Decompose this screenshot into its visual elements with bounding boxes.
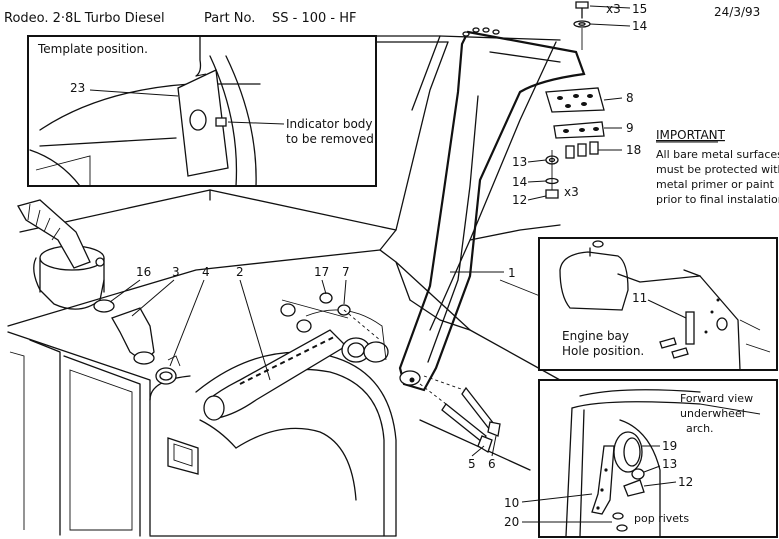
template-inset-title: Template position. [37,42,148,56]
indicator-note-line1: Indicator body [286,117,373,131]
inset-template-position [27,35,377,187]
callout-9: 9 [626,121,634,135]
drawing-date: 24/3/93 [714,5,760,19]
callout-14-top: 14 [632,19,647,33]
callout-6: 6 [488,457,496,471]
callout-8: 8 [626,91,634,105]
callout-10: 10 [504,496,519,510]
callout-5: 5 [468,457,476,471]
indicator-note-line2: to be removed. [286,132,378,146]
callout-14-bottom: 14 [512,175,527,189]
callout-16: 16 [136,265,151,279]
inset-callout-11: 11 [632,291,647,305]
forward-view-line3: arch. [686,422,714,435]
callout-2: 2 [236,265,244,279]
callout-15: 15 [632,2,647,16]
important-line-4: prior to final instalation [656,193,779,206]
callout-23: 23 [70,81,85,95]
callout-3: 3 [172,265,180,279]
pop-rivets-label: pop rivets [634,512,689,525]
callout-13: 13 [512,155,527,169]
callout-20: 20 [504,515,519,529]
engine-bay-line1: Engine bay [562,329,629,343]
vehicle-title: Rodeo. 2·8L Turbo Diesel [4,11,165,26]
callout-1: 1 [508,266,516,280]
forward-view-line1: Forward view [680,392,753,405]
callout-4: 4 [202,265,210,279]
part-number-label: Part No. [204,11,255,26]
callout-19: 19 [662,439,677,453]
important-line-3: metal primer or paint [656,178,775,191]
callout-12: 12 [512,193,527,207]
callout-17: 17 [314,265,329,279]
important-heading: IMPORTANT [656,128,726,142]
inset-callout-13: 13 [662,457,677,471]
bracket-assembly [545,1,605,199]
callout-7: 7 [342,265,350,279]
engine-bay-line2: Hole position. [562,344,644,358]
inset-forward-view [538,379,778,538]
callout-18: 18 [626,143,641,157]
inset-callout-12: 12 [678,475,693,489]
forward-view-line2: underwheel [680,407,745,420]
mounting-bolts [419,375,501,453]
quantity-12: x3 [564,185,579,199]
part-number: SS - 100 - HF [272,11,356,26]
inset-engine-bay [538,237,778,371]
important-line-2: must be protected with [656,163,779,176]
intake-hoses [17,199,389,421]
quantity-15: x3 [606,2,621,16]
important-line-1: All bare metal surfaces [656,148,779,161]
snorkel-body [398,27,586,392]
